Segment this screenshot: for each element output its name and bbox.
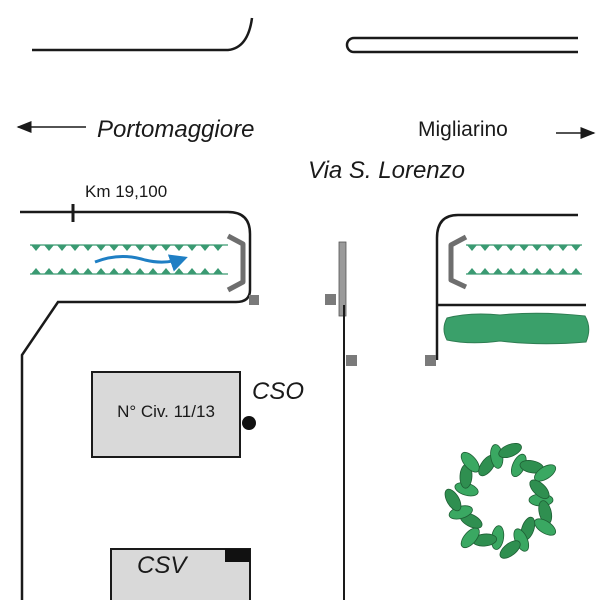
plant-mark (70, 245, 80, 251)
marker-square (325, 294, 336, 305)
west-destination-label: Portomaggiore (97, 116, 254, 143)
plant-mark (135, 245, 145, 251)
building-label: N° Civ. 11/13 (117, 402, 215, 421)
plant-mark (571, 245, 581, 251)
road-edge-top-right (345, 36, 578, 54)
plant-mark (519, 268, 529, 274)
plant-mark (467, 245, 477, 251)
left-island-outline (20, 210, 252, 600)
plant-mark (96, 268, 106, 274)
plant-mark (532, 245, 542, 251)
plant-mark (213, 245, 223, 251)
right-bracket (448, 234, 468, 290)
leaf (534, 464, 557, 482)
leaf (529, 479, 550, 500)
plant-mark (31, 245, 41, 251)
marker-square (249, 295, 259, 305)
plant-mark (83, 245, 93, 251)
plant-mark (83, 268, 93, 274)
leaf (460, 527, 480, 549)
plant-mark (161, 245, 171, 251)
plant-mark (109, 245, 119, 251)
plant-mark (493, 268, 503, 274)
marker-square (346, 355, 357, 366)
csv-label: CSV (137, 552, 188, 579)
plant-mark (467, 268, 477, 274)
plant-mark (148, 268, 158, 274)
plant-mark (545, 245, 555, 251)
plant-mark (57, 245, 67, 251)
street-label: Via S. Lorenzo (308, 157, 465, 184)
left-plant-rows (30, 244, 228, 275)
plant-mark (161, 268, 171, 274)
leaf (444, 488, 462, 512)
east-destination-label: Migliarino (418, 118, 508, 141)
right-island-outline (435, 213, 578, 360)
plant-mark (200, 268, 210, 274)
plant-mark (187, 268, 197, 274)
plant-mark (70, 268, 80, 274)
plant-mark (545, 268, 555, 274)
plant-mark (213, 268, 223, 274)
leaf (534, 518, 557, 536)
plant-mark (44, 268, 54, 274)
building-11-13 (91, 371, 241, 458)
plant-mark (174, 245, 184, 251)
plant-mark (200, 245, 210, 251)
leaf (499, 540, 521, 559)
csv-building (110, 548, 251, 600)
plant-mark (109, 268, 119, 274)
plant-mark (31, 268, 41, 274)
plant-mark (558, 268, 568, 274)
road-edge-top-left (32, 17, 254, 52)
csv-black-box (225, 549, 250, 562)
flow-arrow-icon (94, 254, 188, 272)
plant-mark (96, 245, 106, 251)
plant-mark (187, 245, 197, 251)
plant-mark (135, 268, 145, 274)
plant-mark (480, 268, 490, 274)
plant-mark (122, 268, 132, 274)
kilometer-label: Km 19,100 (85, 182, 167, 201)
plant-mark (493, 245, 503, 251)
plant-mark (148, 245, 158, 251)
left-bracket (226, 233, 246, 293)
center-gray-bar (338, 241, 347, 317)
right-plant-rows (466, 244, 582, 275)
plant-mark (558, 245, 568, 251)
plant-mark (57, 268, 67, 274)
plant-mark (519, 245, 529, 251)
hedge (443, 312, 590, 345)
plant-mark (44, 245, 54, 251)
plant-mark (122, 245, 132, 251)
cso-label: CSO (252, 378, 304, 405)
plant-mark (480, 245, 490, 251)
plant-mark (532, 268, 542, 274)
plant-mark (174, 268, 184, 274)
cso-point (242, 416, 256, 430)
marker-square (425, 355, 436, 366)
leaf (460, 451, 480, 473)
plant-mark (571, 268, 581, 274)
tree-icon (444, 442, 557, 559)
plant-mark (506, 268, 516, 274)
leaf (498, 442, 522, 459)
plant-mark (506, 245, 516, 251)
